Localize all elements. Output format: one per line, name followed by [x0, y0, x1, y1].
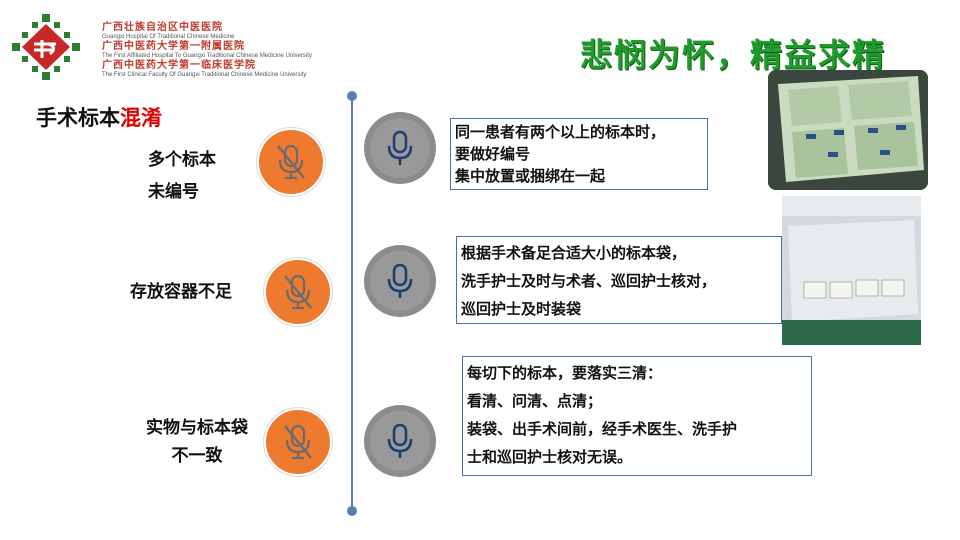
problem-label-3-line-1: 实物与标本袋: [146, 418, 248, 438]
specimen-tray-photo: [768, 70, 928, 190]
hospital-logo-icon: [12, 14, 80, 80]
solution-1-line-2: 要做好编号: [455, 145, 531, 163]
solution-2-line-2: 洗手护士及时与术者、巡回护士核对，: [461, 272, 717, 290]
slide-title: 手术标本混淆: [36, 102, 162, 132]
solution-2-line-1: 根据手术备足合适大小的标本袋，: [461, 244, 687, 262]
hospital-name-3-en: The First Clinical Faculty Of Guangxi Tr…: [102, 72, 307, 78]
mic-muted-icon: [284, 274, 312, 310]
solution-2-icon-circle: [364, 245, 436, 317]
solution-box-1: 同一患者有两个以上的标本时， 要做好编号 集中放置或捆绑在一起: [450, 118, 708, 190]
problem-label-1: 多个标本 未编号: [148, 144, 216, 208]
hospital-name-block: 广西壮族自治区中医医院 Guangxi Hospital Of Traditio…: [102, 22, 342, 79]
solution-3-icon-circle: [364, 405, 436, 477]
mic-icon: [387, 423, 413, 458]
problem-label-2: 存放容器不足: [130, 276, 232, 308]
mic-muted-icon: [277, 144, 305, 180]
timeline-line: [351, 96, 353, 512]
mic-muted-icon: [284, 424, 312, 460]
problem-3-icon-circle: [264, 408, 332, 476]
timeline-dot-top: [347, 91, 357, 101]
slide-title-highlight: 混淆: [120, 106, 162, 130]
hospital-name-1-en: Guangxi Hospital Of Traditional Chinese …: [102, 34, 235, 40]
slide-title-main: 手术标本: [36, 106, 120, 130]
problem-label-3-line-2: 不一致: [171, 446, 223, 466]
solution-3-line-1: 每切下的标本，要落实三清：: [467, 364, 663, 382]
timeline-dot-bottom: [347, 506, 357, 516]
problem-label-1-line-1: 多个标本: [148, 150, 216, 170]
problem-2-icon-circle: [264, 258, 332, 326]
solution-1-line-1: 同一患者有两个以上的标本时，: [455, 123, 666, 141]
specimen-bag-photo: [782, 196, 921, 345]
solution-3-line-3: 装袋、出手术间前，经手术医生、洗手护: [467, 420, 738, 438]
solution-box-3: 每切下的标本，要落实三清： 看清、问清、点清； 装袋、出手术间前，经手术医生、洗…: [462, 356, 812, 476]
problem-1-icon-circle: [257, 128, 325, 196]
hospital-name-2: 广西中医药大学第一附属医院: [102, 41, 245, 52]
solution-3-line-4: 士和巡回护士核对无误。: [467, 448, 633, 466]
problem-label-2-line-1: 存放容器不足: [130, 282, 232, 302]
solution-3-line-2: 看清、问清、点清；: [467, 392, 603, 410]
mic-icon: [387, 263, 413, 298]
problem-label-3: 实物与标本袋 不一致: [146, 414, 248, 470]
hospital-name-2-en: The First Affiliated Hospital To Guangxi…: [102, 53, 312, 59]
mic-icon: [387, 130, 413, 165]
solution-1-line-3: 集中放置或捆绑在一起: [455, 167, 606, 185]
solution-2-line-3: 巡回护士及时装袋: [461, 300, 582, 318]
solution-1-icon-circle: [364, 112, 436, 184]
hospital-name-3: 广西中医药大学第一临床医学院: [102, 60, 256, 71]
hospital-motto: 悲悯为怀，精益求精: [580, 36, 887, 74]
solution-box-2: 根据手术备足合适大小的标本袋， 洗手护士及时与术者、巡回护士核对， 巡回护士及时…: [456, 236, 782, 324]
problem-label-1-line-2: 未编号: [148, 182, 199, 202]
hospital-name-1: 广西壮族自治区中医医院: [102, 22, 223, 33]
